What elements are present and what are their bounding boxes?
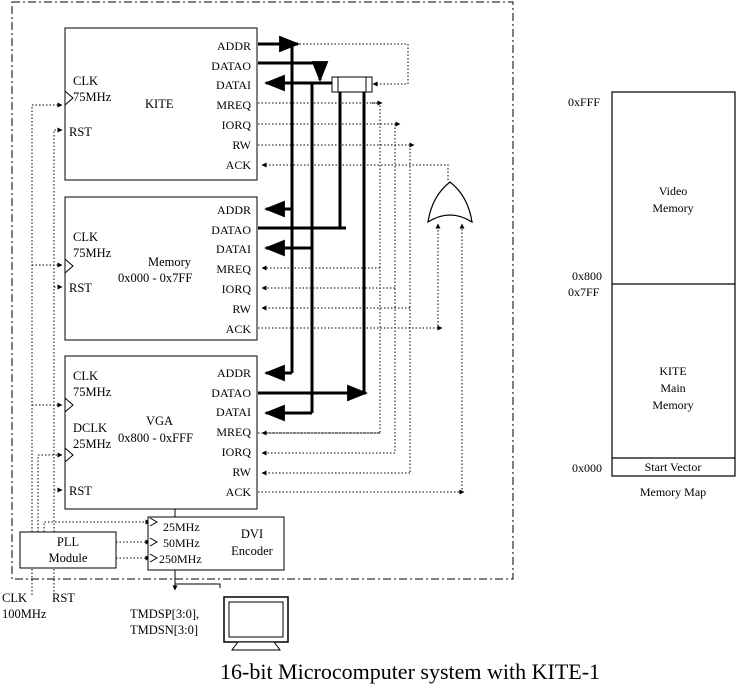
memmap-start-vector: Start Vector: [645, 460, 702, 474]
kite-datao: DATAO: [211, 59, 251, 73]
kite-name: KITE: [145, 97, 174, 111]
vga-rw: RW: [232, 465, 251, 479]
vga-name: VGA: [146, 414, 173, 428]
dvi-label-line2: Encoder: [231, 544, 273, 558]
vga-addr: ADDR: [217, 366, 251, 380]
input-rst-label: RST: [52, 591, 75, 605]
memory-rw: RW: [232, 302, 251, 316]
dvi-label-line1: DVI: [241, 527, 263, 541]
kite-mreq: MREQ: [216, 98, 251, 112]
vga-ack: ACK: [226, 485, 252, 499]
memory-range: 0x000 - 0x7FF: [118, 271, 192, 285]
fpga-boundary: [11, 1, 514, 580]
memory-name: Memory: [148, 255, 192, 269]
memory-clk-label: CLK: [73, 230, 98, 244]
kite-addr: ADDR: [217, 39, 251, 53]
memmap-main-line1: KITE: [659, 364, 686, 378]
memmap-addr-7ff: 0x7FF: [568, 285, 600, 299]
diagram-title: 16-bit Microcomputer system with KITE-1: [220, 659, 600, 684]
memmap-main-line3: Memory: [652, 398, 693, 412]
memory-mreq: MREQ: [216, 262, 251, 276]
tmds-label-line2: TMDSN[3:0]: [130, 623, 198, 637]
vga-clk-label: CLK: [73, 369, 98, 383]
pll-label-line1: PLL: [57, 535, 79, 549]
memory-datao: DATAO: [211, 223, 251, 237]
data-mux: [331, 76, 373, 93]
memory-rst-label: RST: [69, 281, 92, 295]
memory-ack: ACK: [226, 322, 252, 336]
memmap-video-line2: Memory: [652, 201, 693, 215]
dvi-clk-25: 25MHz: [163, 520, 200, 534]
vga-iorq: IORQ: [222, 445, 252, 459]
vga-rst-label: RST: [69, 484, 92, 498]
kite-datai: DATAI: [216, 78, 251, 92]
or-gate: [427, 181, 473, 224]
kite-rw: RW: [232, 138, 251, 152]
kite-clk-label: CLK: [73, 74, 98, 88]
kite-clk-freq: 75MHz: [73, 90, 112, 104]
kite-block: CLK 75MHz RST KITE ADDR DATAO DATAI MREQ…: [64, 27, 258, 181]
vga-datai: DATAI: [216, 405, 251, 419]
vga-clk-freq: 75MHz: [73, 385, 112, 399]
dvi-clk-250: 250MHz: [159, 552, 202, 566]
vga-range: 0x800 - 0xFFF: [118, 431, 193, 445]
pll-module: PLL Module: [19, 531, 117, 569]
dvi-encoder: 25MHz 50MHz 250MHz DVI Encoder: [147, 516, 285, 571]
memmap-addr-000: 0x000: [572, 461, 602, 475]
clock-reset-lines: [31, 102, 176, 595]
vga-datao: DATAO: [211, 386, 251, 400]
input-clk-label: CLK: [2, 591, 27, 605]
memmap-addr-fff: 0xFFF: [568, 95, 600, 109]
memmap-main-line2: Main: [660, 381, 685, 395]
vga-dclk-label: DCLK: [73, 421, 107, 435]
dvi-clk-50: 50MHz: [163, 536, 200, 550]
tmds-label-line1: TMDSP[3:0],: [130, 607, 199, 621]
memory-iorq: IORQ: [222, 282, 252, 296]
vga-block: CLK 75MHz DCLK 25MHz RST VGA 0x800 - 0xF…: [64, 355, 258, 510]
monitor-icon: [223, 596, 289, 651]
memmap-addr-800: 0x800: [572, 269, 602, 283]
memory-block: CLK 75MHz RST Memory 0x000 - 0x7FF ADDR …: [64, 196, 258, 341]
memory-addr: ADDR: [217, 203, 251, 217]
memmap-caption: Memory Map: [640, 485, 706, 499]
input-clk-freq: 100MHz: [2, 607, 47, 621]
memory-map: 0xFFF 0x800 0x7FF 0x000 Video Memory KIT…: [568, 91, 736, 499]
kite-ack: ACK: [226, 158, 252, 172]
kite-iorq: IORQ: [222, 118, 252, 132]
data-buses: [258, 35, 369, 422]
control-lines: [258, 43, 465, 495]
vga-mreq: MREQ: [216, 425, 251, 439]
memory-clk-freq: 75MHz: [73, 246, 112, 260]
kite-rst-label: RST: [69, 125, 92, 139]
pll-label-line2: Module: [49, 551, 88, 565]
memmap-video-line1: Video: [659, 184, 688, 198]
memory-datai: DATAI: [216, 242, 251, 256]
vga-dclk-freq: 25MHz: [73, 437, 112, 451]
